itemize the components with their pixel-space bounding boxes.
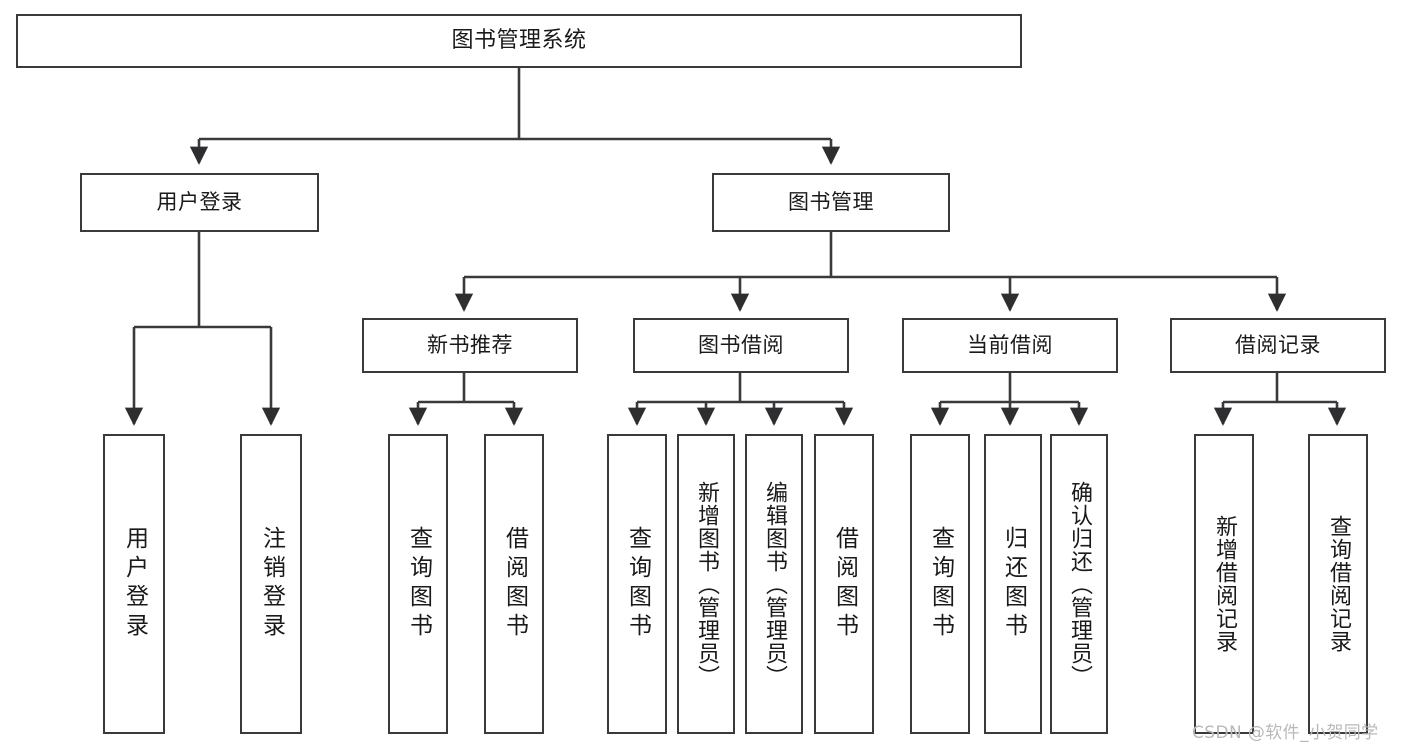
node-borrow-record-label: 借阅记录 [1235,333,1321,357]
leaf-newbook-query-book-label: 查询图书 [405,526,432,642]
leaf-borrow-edit-book-label: 编辑图书（管理员） [762,480,787,688]
node-book-borrow[interactable]: 图书借阅 [633,318,849,373]
csdn-watermark: CSDN @软件_小贺同学 [1192,723,1379,743]
leaf-record-query[interactable]: 查询借阅记录 [1308,434,1368,734]
leaf-record-add[interactable]: 新增借阅记录 [1194,434,1254,734]
node-root[interactable]: 图书管理系统 [16,14,1022,68]
leaf-record-query-label: 查询借阅记录 [1326,515,1351,653]
node-book-management-label: 图书管理 [788,190,874,214]
leaf-newbook-borrow-book[interactable]: 借阅图书 [484,434,544,734]
leaf-borrow-add-book-label: 新增图书（管理员） [694,480,719,688]
leaf-borrow-edit-book[interactable]: 编辑图书（管理员） [745,434,803,734]
node-root-label: 图书管理系统 [451,28,587,53]
leaf-borrow-query-book[interactable]: 查询图书 [607,434,667,734]
leaf-newbook-query-book[interactable]: 查询图书 [388,434,448,734]
leaf-user-logout-label: 注销登录 [258,526,285,642]
leaf-current-query-book[interactable]: 查询图书 [910,434,970,734]
leaf-borrow-query-book-label: 查询图书 [624,526,651,642]
node-book-management[interactable]: 图书管理 [712,173,950,232]
leaf-borrow-borrow-book-label: 借阅图书 [831,526,858,642]
leaf-borrow-add-book[interactable]: 新增图书（管理员） [677,434,735,734]
node-current-borrow-label: 当前借阅 [967,333,1053,357]
node-book-borrow-label: 图书借阅 [698,333,784,357]
node-new-book-recommend-label: 新书推荐 [427,333,513,357]
node-current-borrow[interactable]: 当前借阅 [902,318,1118,373]
leaf-borrow-borrow-book[interactable]: 借阅图书 [814,434,874,734]
leaf-current-confirm-return-label: 确认归还（管理员） [1067,480,1092,688]
leaf-current-return-book-label: 归还图书 [1000,526,1027,642]
leaf-current-query-book-label: 查询图书 [927,526,954,642]
leaf-user-logout[interactable]: 注销登录 [240,434,302,734]
node-user-login-label: 用户登录 [156,190,243,214]
leaf-newbook-borrow-book-label: 借阅图书 [501,526,528,642]
node-borrow-record[interactable]: 借阅记录 [1170,318,1386,373]
node-user-login[interactable]: 用户登录 [80,173,319,232]
leaf-user-login-label: 用户登录 [121,526,148,642]
leaf-user-login[interactable]: 用户登录 [103,434,165,734]
leaf-current-confirm-return[interactable]: 确认归还（管理员） [1050,434,1108,734]
leaf-current-return-book[interactable]: 归还图书 [984,434,1042,734]
node-new-book-recommend[interactable]: 新书推荐 [362,318,578,373]
leaf-record-add-label: 新增借阅记录 [1212,515,1237,653]
